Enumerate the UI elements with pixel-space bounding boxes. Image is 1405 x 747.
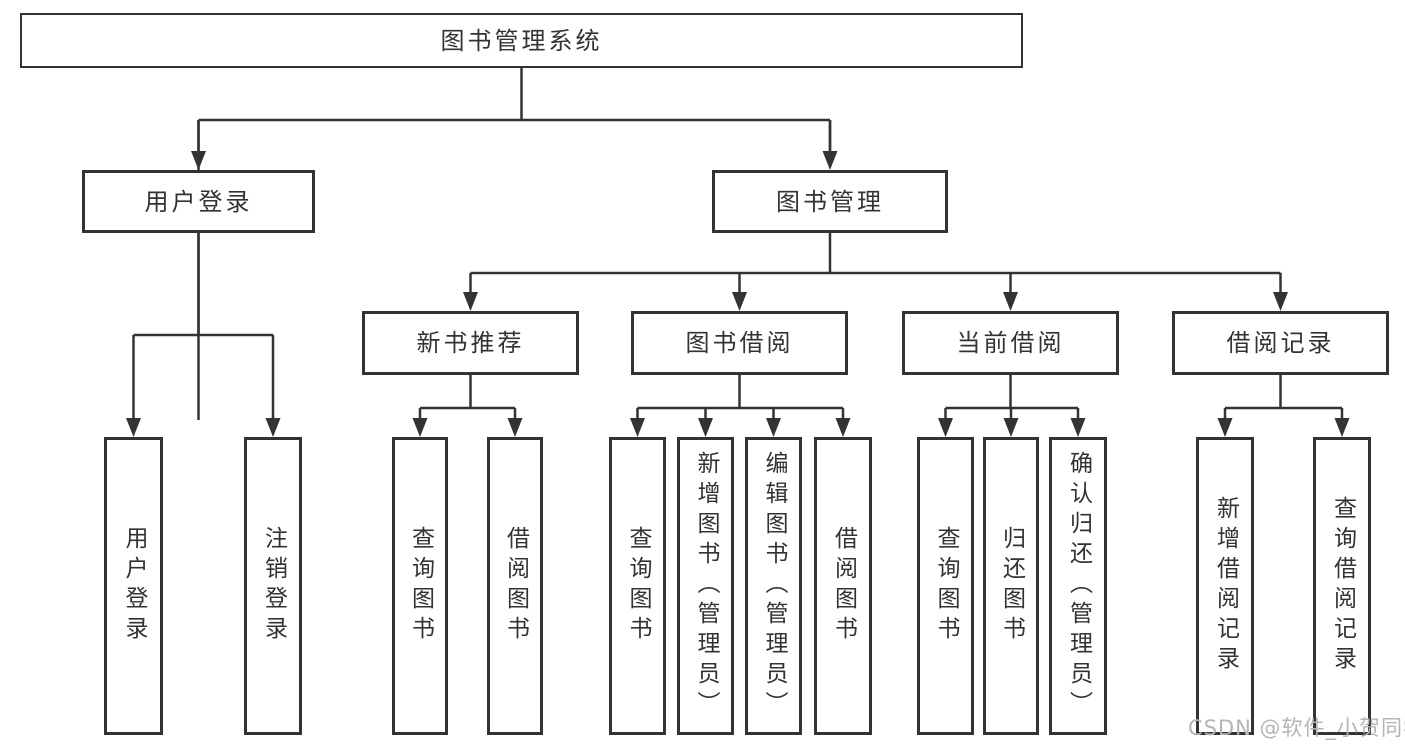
leaf-edit-book-admin: 编辑图书（管理员） <box>745 437 802 735</box>
arrowheads <box>126 151 1350 437</box>
leaf-query-books-current: 查询图书 <box>917 437 974 735</box>
node-book-borrow: 图书借阅 <box>631 311 848 375</box>
leaf-return-book: 归还图书 <box>983 437 1039 735</box>
leaf-query-borrow-record: 查询借阅记录 <box>1313 437 1371 735</box>
leaf-borrow-books-recommend: 借阅图书 <box>487 437 543 735</box>
node-current-borrow: 当前借阅 <box>902 311 1119 375</box>
leaf-confirm-return-admin: 确认归还（管理员） <box>1049 437 1107 735</box>
node-book-management: 图书管理 <box>712 170 948 233</box>
watermark: CSDN @软件_小贺同学 <box>1188 716 1405 740</box>
leaf-borrow-books: 借阅图书 <box>814 437 872 735</box>
leaf-query-books-recommend: 查询图书 <box>392 437 448 735</box>
node-root: 图书管理系统 <box>20 13 1023 68</box>
leaf-query-books-borrow: 查询图书 <box>609 437 666 735</box>
leaf-add-book-admin: 新增图书（管理员） <box>677 437 734 735</box>
leaf-logout: 注销登录 <box>244 437 302 735</box>
leaf-user-login: 用户登录 <box>104 437 163 735</box>
node-new-book-recommend: 新书推荐 <box>362 311 579 375</box>
node-borrow-records: 借阅记录 <box>1172 311 1389 375</box>
leaf-add-borrow-record: 新增借阅记录 <box>1196 437 1254 735</box>
node-user-login: 用户登录 <box>82 170 315 233</box>
